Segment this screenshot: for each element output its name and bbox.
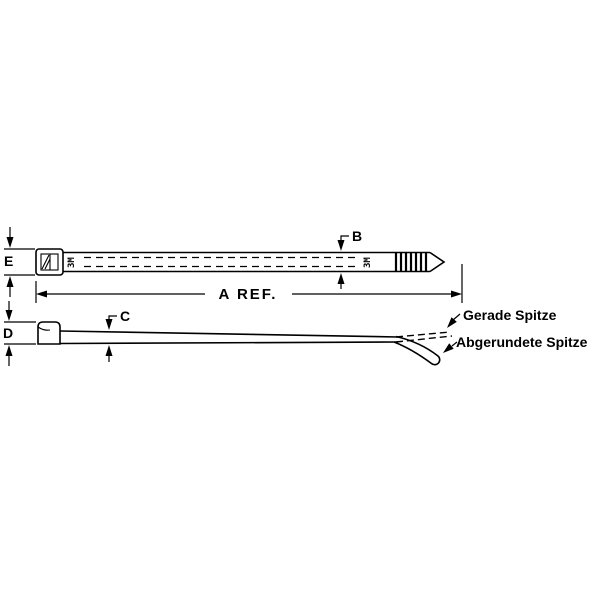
d-arrowhead-up [5, 345, 13, 356]
straight-tip-leader [452, 313, 461, 321]
dimension-b: B [337, 228, 362, 289]
c-leader [108, 315, 117, 320]
strap-pointed-tip [429, 251, 446, 273]
head-side-detail [37, 326, 51, 331]
b-arrowhead-up [337, 273, 345, 284]
dim-label-c: C [120, 308, 130, 324]
tip-style-callouts: Gerade Spitze Abgerundete Spitze [443, 307, 588, 353]
dimension-d: D [3, 301, 36, 366]
straight-tip-label: Gerade Spitze [463, 307, 557, 323]
e-arrowhead-down [6, 237, 14, 248]
dim-label-b: B [352, 228, 362, 244]
dimension-c: C [105, 308, 130, 362]
strap-side-bottom-edge [59, 341, 399, 345]
rounded-tip-curve [393, 335, 441, 366]
straight-tip-dashed-bottom [395, 335, 453, 343]
cable-tie-top-view: 3M 3M E [4, 227, 463, 303]
tie-strap-side [59, 330, 453, 366]
b-leader [340, 235, 349, 241]
c-arrowhead-down [105, 319, 113, 330]
dim-label-e: E [4, 253, 13, 269]
dimension-e: E [4, 227, 35, 297]
straight-tip-arrowhead [447, 317, 457, 328]
rounded-tip-leader [451, 341, 458, 347]
c-arrowhead-up [105, 345, 113, 356]
tie-head-outline [35, 248, 64, 276]
strap-side-top-edge [59, 330, 399, 338]
straight-tip-dashed-top [395, 331, 451, 338]
rounded-tip-label: Abgerundete Spitze [456, 334, 588, 350]
dim-label-d: D [3, 325, 13, 341]
molding-mark-right: 3M [363, 257, 373, 268]
e-arrowhead-up [6, 276, 14, 287]
dim-label-a-ref: A REF. [219, 286, 278, 303]
tie-head-hatch [41, 254, 51, 270]
molding-mark-left: 3M [67, 257, 77, 268]
a-arrowhead-right [451, 290, 462, 298]
tie-strap-plan: 3M 3M [63, 251, 446, 273]
rounded-tip-arrowhead [443, 343, 454, 353]
b-arrowhead-down [337, 240, 345, 251]
a-arrowhead-left [36, 290, 47, 298]
dimension-a-ref: A REF. [35, 264, 463, 303]
tie-head-side [37, 321, 61, 345]
strap-serrations [394, 253, 428, 271]
tie-head-plan [35, 248, 64, 276]
cable-tie-side-view: C D Gerade Spitze Abgerundete Spitze [3, 301, 588, 366]
head-side-outline [37, 321, 61, 345]
d-arrowhead-down [5, 310, 13, 321]
